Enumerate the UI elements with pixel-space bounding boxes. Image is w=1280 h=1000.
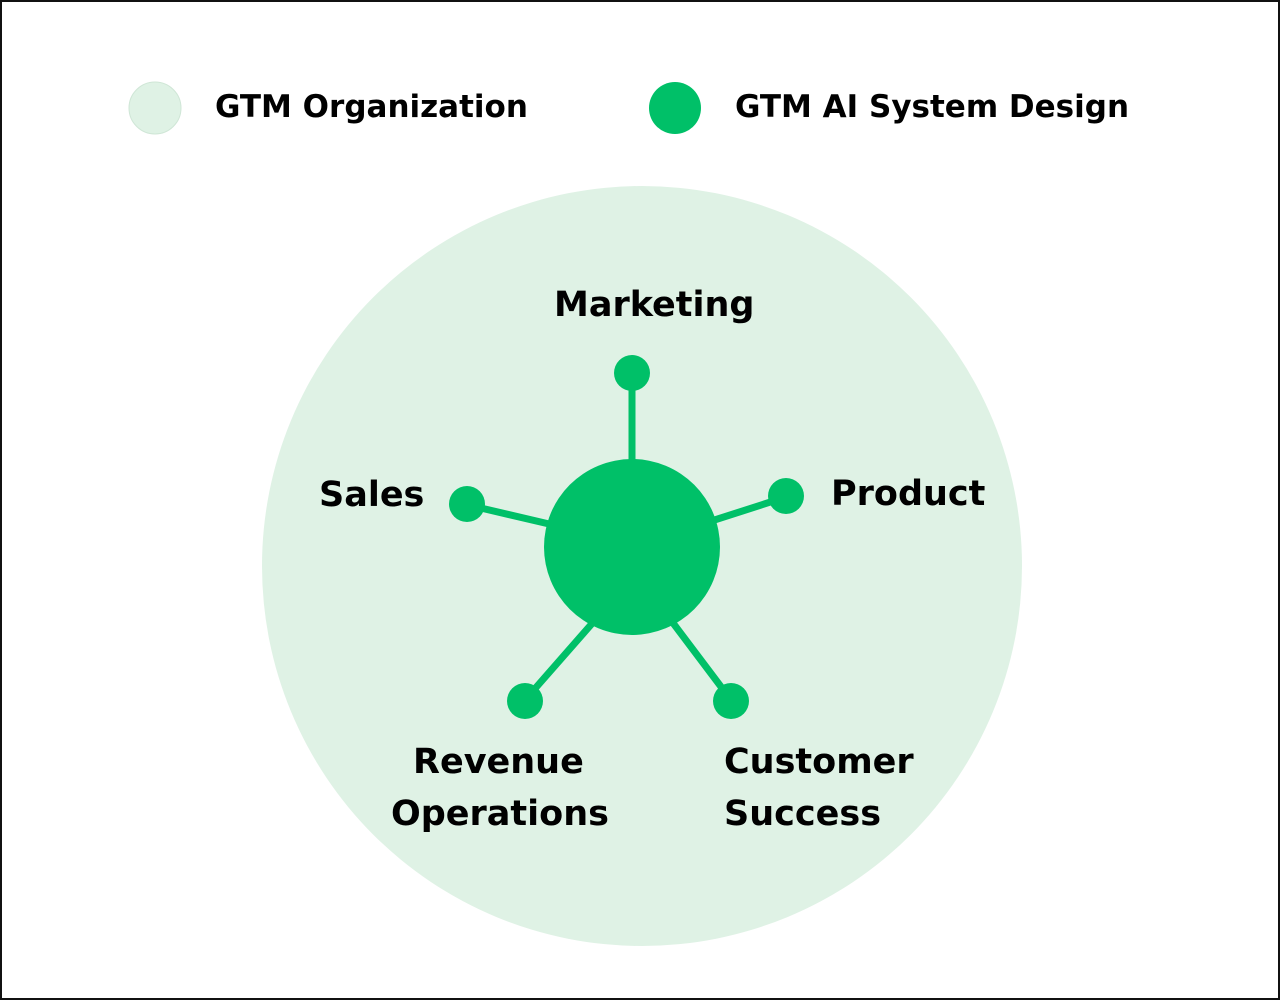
label-customer-success-line1: Customer bbox=[724, 742, 914, 782]
node-dot-revenue-operations bbox=[507, 683, 543, 719]
label-revenue-operations-line1: Revenue bbox=[413, 742, 584, 782]
node-dot-product bbox=[768, 478, 804, 514]
label-customer-success-line2: Success bbox=[724, 794, 882, 834]
node-dot-sales bbox=[449, 486, 485, 522]
connector-revenue-operations bbox=[521, 615, 600, 704]
node-dot-customer-success bbox=[713, 683, 749, 719]
label-product: Product bbox=[831, 474, 986, 514]
ai-system-hub bbox=[544, 459, 720, 635]
label-marketing: Marketing bbox=[554, 285, 755, 325]
legend-label-organization: GTM Organization bbox=[215, 89, 528, 125]
legend-swatch-organization bbox=[128, 81, 182, 135]
label-revenue-operations-line2: Operations bbox=[391, 794, 609, 834]
legend-label-ai-system: GTM AI System Design bbox=[735, 89, 1130, 125]
label-sales: Sales bbox=[319, 475, 425, 515]
node-dot-marketing bbox=[614, 355, 650, 391]
legend-swatch-ai-system bbox=[649, 82, 701, 134]
